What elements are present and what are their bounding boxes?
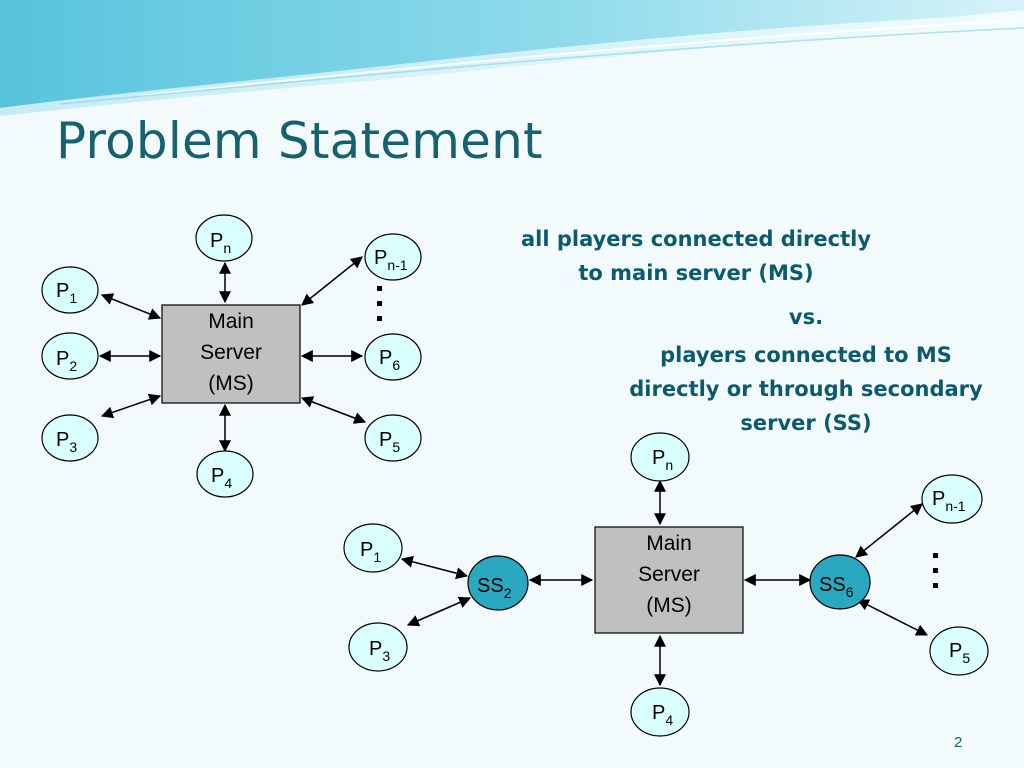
svg-text:Pn-1: Pn-1 (932, 488, 966, 514)
d1-arrow-pn1 (301, 256, 363, 306)
d1-player-p3: P3 (41, 414, 99, 462)
d1-arrow-p3 (100, 393, 162, 419)
d2-player-p1: P1 (343, 523, 403, 573)
d1-player-pn: Pn (195, 214, 253, 262)
d1-main-server: Main Server (MS) (161, 304, 301, 404)
page-number: 2 (954, 734, 963, 751)
d2-arrow-pn1 (855, 503, 923, 558)
svg-text:P1: P1 (56, 280, 77, 306)
d2-server-line3: (MS) (646, 594, 692, 617)
d2-main-server: Main Server (MS) (594, 526, 744, 634)
svg-text:SS2: SS2 (477, 575, 512, 601)
d1-arrow-p1 (100, 293, 162, 320)
d1-server-line3: (MS) (208, 372, 254, 395)
d2-ellipsis (933, 553, 938, 588)
d2-arrow-p3 (406, 596, 472, 627)
svg-text:Pn-1: Pn-1 (374, 247, 408, 273)
d2-player-p5: P5 (929, 626, 989, 676)
svg-text:P6: P6 (379, 347, 400, 373)
svg-text:Pn: Pn (210, 230, 231, 256)
d2-secondary-ss6: SS6 (809, 554, 871, 610)
svg-text:SS6: SS6 (819, 574, 854, 600)
d2-server-line2: Server (638, 563, 700, 586)
svg-text:P3: P3 (56, 429, 77, 455)
d2-player-pn1: Pn-1 (921, 474, 983, 524)
d1-ellipsis (377, 286, 382, 321)
d1-player-p2: P2 (41, 332, 99, 380)
svg-text:P5: P5 (379, 429, 400, 455)
svg-text:P3: P3 (369, 638, 390, 664)
d2-server-line1: Main (646, 532, 692, 555)
caption-secondary-line1: players connected to MS (660, 343, 952, 367)
d2-arrow-p5 (856, 599, 929, 636)
caption-direct-line1: all players connected directly (520, 227, 872, 251)
d1-server-line2: Server (200, 341, 262, 364)
d1-player-p4: P4 (196, 450, 254, 498)
d1-player-pn1: Pn-1 (364, 233, 422, 281)
d2-secondary-ss2: SS2 (467, 555, 529, 611)
diagram2-connectors (400, 479, 929, 687)
d2-arrow-p1 (400, 555, 469, 580)
svg-text:Pn: Pn (652, 447, 673, 473)
d1-server-line1: Main (208, 310, 254, 333)
svg-text:P5: P5 (949, 640, 970, 666)
d1-arrow-p5 (300, 396, 367, 424)
diagram1-connectors (98, 256, 367, 453)
d1-player-p5: P5 (364, 414, 422, 462)
caption-direct-line2: to main server (MS) (578, 261, 814, 285)
svg-text:P1: P1 (360, 539, 381, 565)
caption-vs: vs. (788, 305, 824, 329)
svg-text:P2: P2 (56, 348, 77, 374)
d2-player-p3: P3 (348, 622, 408, 672)
d1-player-p6: P6 (364, 333, 422, 381)
d2-player-pn: Pn (630, 432, 690, 482)
svg-text:P4: P4 (211, 465, 232, 491)
caption-secondary-line3: server (SS) (740, 411, 872, 435)
slide-title: Problem Statement (56, 112, 543, 170)
d2-player-p4: P4 (630, 687, 690, 737)
caption-secondary-line2: directly or through secondary (629, 377, 983, 401)
d1-player-p1: P1 (41, 266, 99, 314)
svg-text:P4: P4 (652, 702, 673, 728)
